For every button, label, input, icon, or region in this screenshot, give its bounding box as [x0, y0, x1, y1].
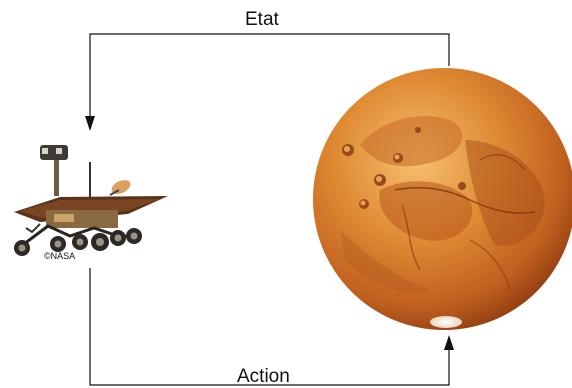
action-arrowhead: [444, 335, 454, 350]
etat-arrowhead: [85, 116, 95, 131]
etat-label: Etat: [245, 9, 279, 31]
action-label: Action: [237, 366, 290, 388]
nasa-credit: ©NASA: [44, 251, 75, 261]
mars-planet-icon: [313, 68, 572, 330]
mars-rover-icon: [14, 145, 168, 256]
